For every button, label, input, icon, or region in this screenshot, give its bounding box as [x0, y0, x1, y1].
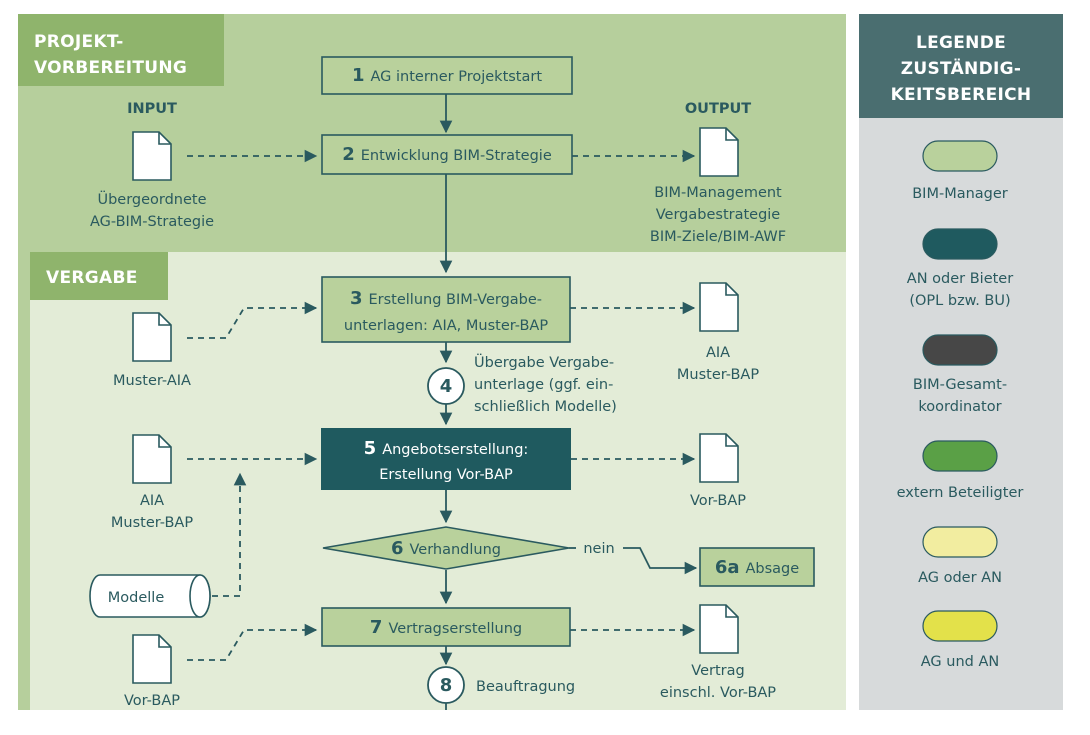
legend-item-bim-manager: BIM-Manager	[912, 140, 1008, 202]
legend-title-1: LEGENDE	[916, 33, 1006, 53]
step-8-number: 8	[440, 675, 453, 696]
legend-label: AG oder AN	[918, 570, 1002, 586]
modelle-label: Modelle	[108, 590, 165, 606]
step-3-number: 3	[350, 288, 363, 309]
step-3-text-1: Erstellung BIM-Vergabe-	[369, 292, 543, 308]
legend-label: AN oder Bieter	[907, 271, 1013, 287]
output-3-document-icon	[699, 433, 739, 483]
output-4-document-icon	[699, 604, 739, 654]
output-title: OUTPUT	[685, 101, 751, 117]
nein-label: nein	[583, 541, 614, 557]
step-6a-number: 6a	[715, 557, 740, 578]
input-4-document-icon	[132, 634, 172, 684]
input-1-text-2: AG-BIM-Strategie	[90, 214, 214, 230]
svg-text:1AG interner Projektstart: 1 AG interner Projektstart	[352, 65, 542, 86]
step-7-text: Vertragserstellung	[388, 621, 522, 637]
legend-label: BIM-Manager	[912, 186, 1008, 202]
step-6a-text: Absage	[745, 561, 799, 577]
step-2-box: 2 Entwicklung BIM-Strategie	[321, 134, 573, 175]
step-1-box: 1 AG interner Projektstart	[321, 56, 573, 95]
input-1-text-1: Übergeordnete	[97, 190, 206, 208]
input-3-document-icon	[132, 434, 172, 484]
step-5-box: 5 Angebotserstellung: Erstellung Vor-BAP	[321, 428, 571, 490]
output-1-text-3: BIM-Ziele/BIM-AWF	[650, 229, 786, 245]
output-2-text-1: AIA	[706, 345, 730, 361]
legend-item-ag-oder-an: AG oder AN	[918, 526, 1002, 586]
step-3-text-2: unterlagen: AIA, Muster-BAP	[344, 318, 548, 334]
output-1-text-1: BIM-Management	[654, 185, 782, 201]
step-6a-box: 6a Absage	[699, 547, 815, 587]
step-6-text: Verhandlung	[410, 542, 502, 558]
input-title: INPUT	[127, 101, 177, 117]
legend-header	[859, 14, 1063, 118]
step-4-text-3: schließlich Modelle)	[474, 399, 617, 415]
legend-item-an-bieter: AN oder Bieter (OPL bzw. BU)	[907, 228, 1013, 309]
vorbereitung-header	[18, 14, 224, 86]
vergabe-header	[30, 252, 168, 300]
output-2-text-2: Muster-BAP	[677, 367, 759, 383]
output-3-text: Vor-BAP	[690, 493, 746, 509]
legend-title-2: ZUSTÄNDIG-	[901, 57, 1021, 79]
vorbereitung-title-1: PROJEKT-	[34, 32, 124, 52]
output-1-document-icon	[699, 127, 739, 177]
input-2-text: Muster-AIA	[113, 373, 191, 389]
input-3-text-2: Muster-BAP	[111, 515, 193, 531]
nein-arrow	[623, 547, 698, 575]
step-4-number: 4	[440, 376, 453, 397]
step-1-text: AG interner Projektstart	[371, 69, 543, 85]
legend-label: BIM-Gesamt-	[913, 377, 1007, 393]
step-7-number: 7	[370, 617, 383, 638]
step-2-text: Entwicklung BIM-Strategie	[361, 148, 552, 164]
step-8-node: 8	[427, 666, 465, 704]
legend-swatch	[922, 228, 998, 260]
legend-item-ag-und-an: AG und AN	[921, 610, 999, 670]
step-2-number: 2	[342, 144, 355, 165]
input-1-document-icon	[132, 131, 172, 181]
legend-label: AG und AN	[921, 654, 999, 670]
input-2-arrow	[187, 301, 318, 339]
vorbereitung-title-2: VORBEREITUNG	[34, 58, 187, 78]
legend-item-gesamtkoordinator: BIM-Gesamt- koordinator	[913, 334, 1007, 415]
legend-label: (OPL bzw. BU)	[909, 293, 1010, 309]
step-7-box: 7 Vertragserstellung	[321, 607, 571, 647]
step-5-number: 5	[364, 438, 377, 459]
step-8-text: Beauftragung	[476, 679, 575, 695]
step-5-text-2: Erstellung Vor-BAP	[379, 467, 513, 483]
legend-swatch	[922, 334, 998, 366]
legend-label: extern Beteiligter	[897, 485, 1024, 501]
vergabe-title: VERGABE	[46, 268, 138, 288]
input-4-arrow	[187, 623, 318, 661]
step-4-node: 4	[427, 367, 465, 405]
input-3-text-1: AIA	[140, 493, 164, 509]
legend-title-3: KEITSBEREICH	[891, 85, 1032, 105]
step-5-text-1: Angebotserstellung:	[382, 442, 528, 458]
modelle-database-icon	[89, 574, 211, 618]
legend-label: koordinator	[918, 399, 1001, 415]
output-2-document-icon	[699, 282, 739, 332]
step-4-text-2: unterlage (ggf. ein-	[474, 377, 613, 393]
input-4-text: Vor-BAP	[124, 693, 180, 709]
output-4-text-1: Vertrag	[691, 663, 744, 679]
legend-swatch	[922, 526, 998, 558]
step-3-box: 3 Erstellung BIM-Vergabe- unterlagen: AIA…	[321, 276, 571, 343]
legend-swatch	[922, 610, 998, 642]
input-2-document-icon	[132, 312, 172, 362]
step-1-number: 1	[352, 65, 365, 86]
legend-swatch	[922, 140, 998, 172]
output-4-text-2: einschl. Vor-BAP	[660, 685, 776, 701]
step-4-text-1: Übergabe Vergabe-	[474, 353, 614, 371]
legend-item-extern: extern Beteiligter	[897, 440, 1024, 501]
output-1-text-2: Vergabestrategie	[656, 207, 781, 223]
modelle-arrow	[212, 472, 247, 597]
legend-swatch	[922, 440, 998, 472]
step-6-number: 6	[391, 538, 404, 559]
